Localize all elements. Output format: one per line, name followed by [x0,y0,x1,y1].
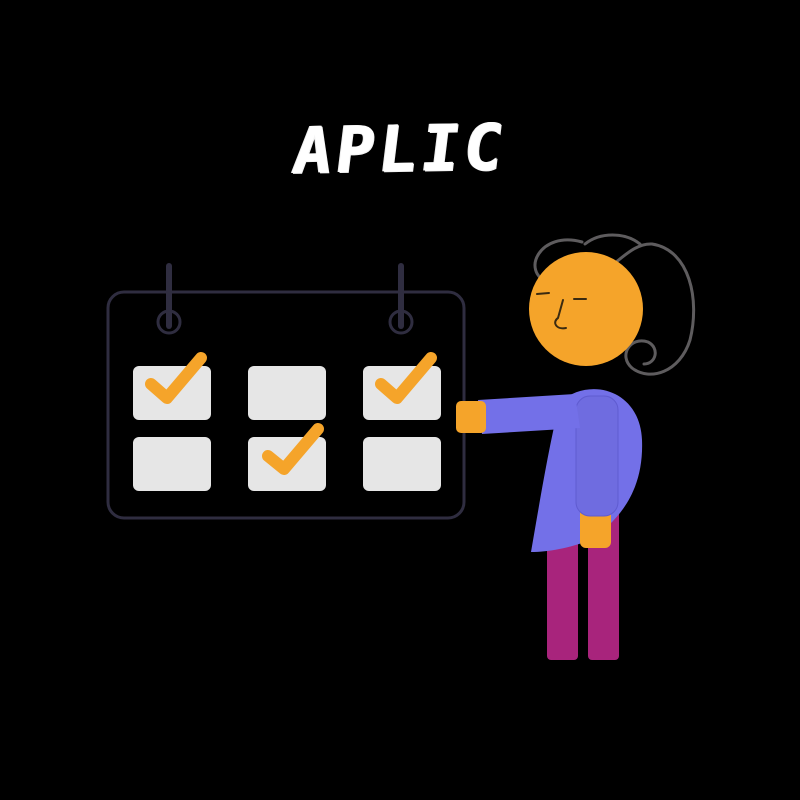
person-nose [554,299,567,330]
calendar-cell [363,437,441,491]
person-hair-curl [583,233,642,246]
calendar-cell [248,366,326,420]
person-pointing-hand [456,401,486,433]
person-figure [456,233,696,660]
calendar-ring-right [388,263,414,335]
calendar-ring-left [156,263,182,335]
person-sleeve [575,395,619,517]
checkmark-icon [375,352,437,404]
calendar-board [106,263,466,520]
checkmark-icon [145,352,207,404]
person-arm [478,394,580,434]
person-hand [580,508,611,548]
calendar-cell [133,437,211,491]
person-head [529,252,643,366]
checkmark-icon [262,423,324,475]
person-eye [536,292,550,295]
